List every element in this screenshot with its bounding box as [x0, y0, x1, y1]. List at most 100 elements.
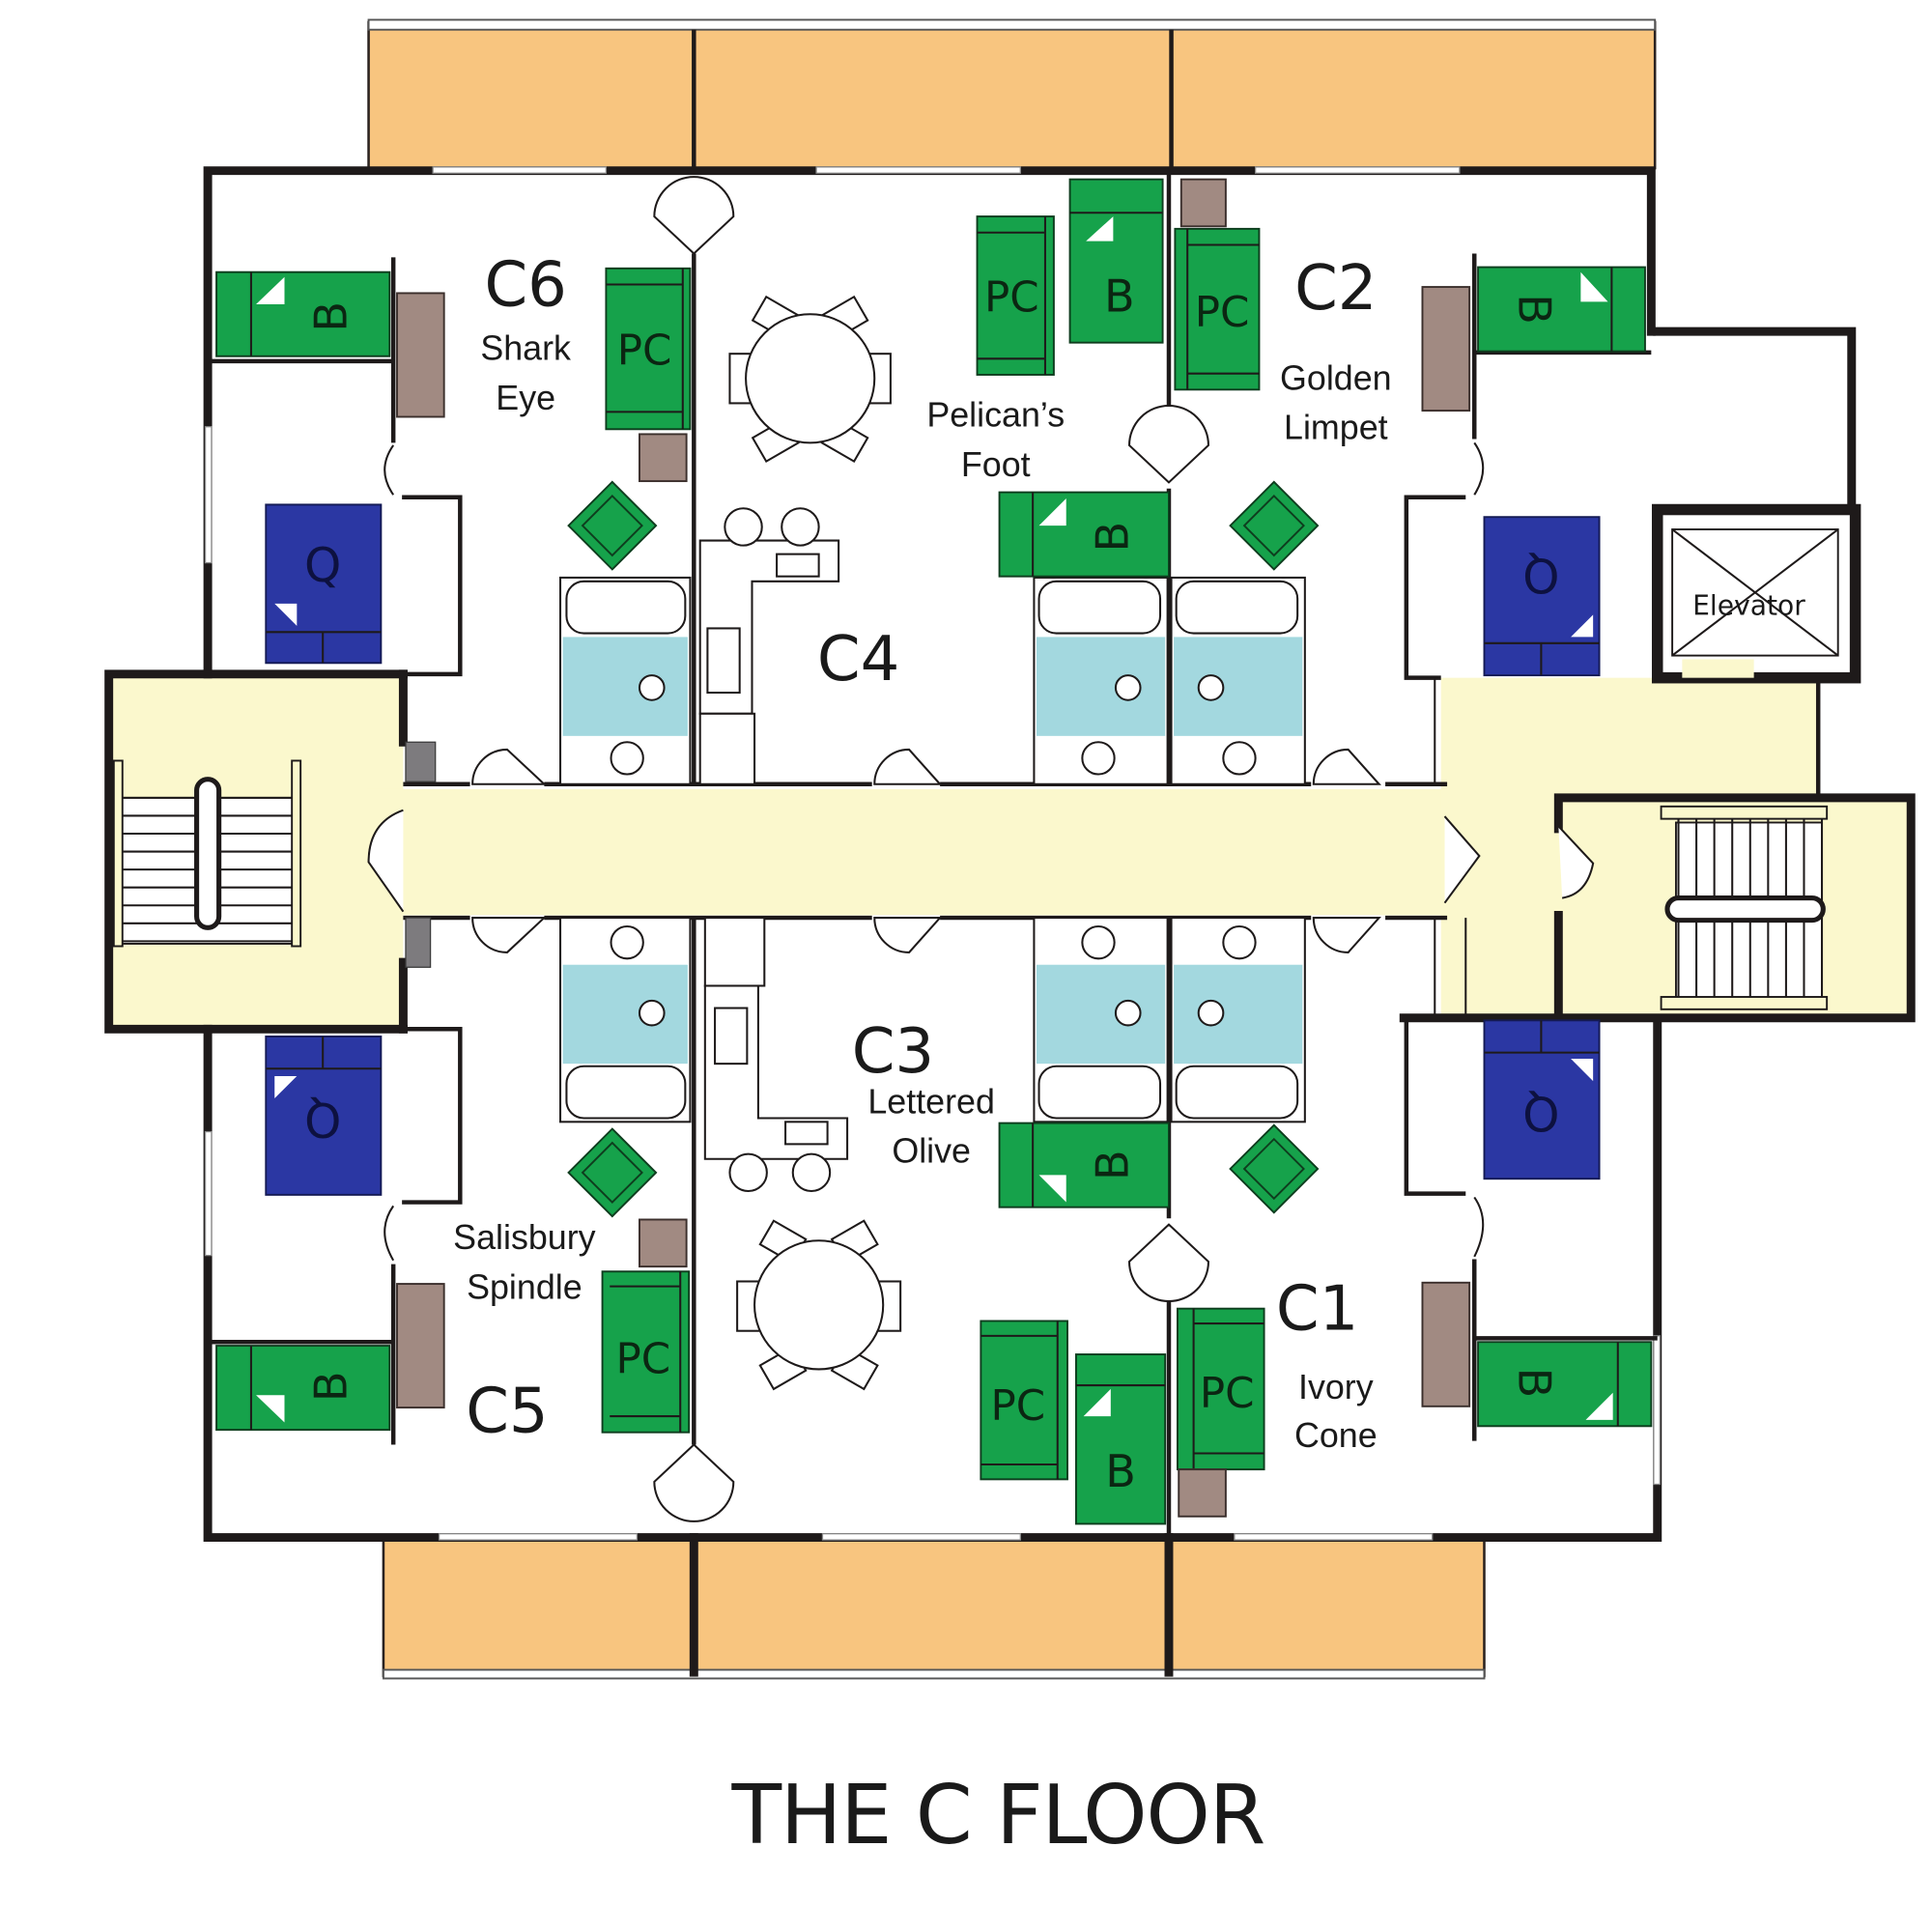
toilet	[638, 999, 666, 1027]
bedroom-door[interactable]	[384, 444, 395, 496]
toilet	[638, 674, 666, 701]
kitchen-sink	[776, 553, 820, 578]
unit-name: Ivory	[1298, 1368, 1374, 1406]
entry-door-c1[interactable]	[1312, 917, 1381, 953]
unit-label-c5: C5 Salisbury Spindle	[453, 1218, 595, 1448]
unit-name: Golden	[1280, 358, 1392, 397]
bathroom-c1	[1170, 917, 1306, 1123]
bathtub	[1175, 580, 1299, 635]
couch-code: PC	[984, 274, 1039, 323]
couch-code: PC	[990, 1382, 1045, 1431]
pullout-couch-c2: PC	[1174, 227, 1261, 391]
unit-name: Cone	[1294, 1416, 1378, 1455]
bathtub	[565, 1065, 687, 1120]
unit-id: C6	[484, 249, 566, 321]
bed-code: B	[1087, 522, 1139, 553]
bathroom-c4	[1033, 576, 1169, 785]
bedroom-partitions	[208, 253, 1658, 1445]
queen-bed-c1: Q	[1483, 1019, 1601, 1180]
bed-code: B	[305, 301, 357, 332]
entry-door-c5[interactable]	[471, 917, 547, 953]
balcony-rail-bottom	[382, 1668, 1486, 1680]
toilet	[1197, 999, 1225, 1027]
unit-name: Foot	[961, 445, 1031, 484]
unit-label-c6: C6 Shark Eye	[480, 249, 571, 417]
unit-name: Salisbury	[453, 1218, 595, 1257]
bed-code: B	[1508, 294, 1560, 325]
stove	[714, 1007, 749, 1065]
stair-handrail	[194, 777, 222, 930]
queen-bed-c5: Q	[265, 1036, 383, 1196]
unit-name: Limpet	[1284, 409, 1388, 447]
elevator-label: Elevator	[1692, 589, 1805, 621]
connecting-door-c3-c1[interactable]	[1127, 1223, 1209, 1302]
couch-code: PC	[615, 1335, 670, 1383]
unit-label-c2: C2 Golden Limpet	[1280, 253, 1392, 446]
dining-table-c4	[728, 295, 892, 464]
unit-id: C4	[817, 624, 899, 696]
bunk-bed-c4-top: B	[1068, 178, 1164, 344]
bunk-bed-c1-bottom: B	[1074, 1353, 1167, 1525]
pullout-couch-c1: PC	[1176, 1307, 1265, 1471]
bedroom-door[interactable]	[1473, 1196, 1485, 1258]
unit-name: Eye	[496, 379, 555, 417]
couch-code: PC	[1200, 1370, 1255, 1418]
unit-name: Lettered	[867, 1082, 995, 1121]
east-lobby-door[interactable]	[1443, 815, 1481, 904]
stair-rail	[291, 759, 302, 948]
top-balcony	[367, 18, 1657, 170]
main-corridor	[366, 788, 1480, 916]
queen-bed-c2: Q	[1483, 516, 1601, 677]
stove	[706, 627, 741, 695]
entry-door-c4[interactable]	[873, 748, 943, 785]
sink	[610, 925, 644, 960]
stair-rail	[1660, 996, 1829, 1010]
bathtub	[565, 580, 687, 635]
east-stair-door[interactable]	[1557, 825, 1595, 899]
west-stair-door[interactable]	[367, 809, 405, 913]
balcony-door[interactable]	[653, 1443, 735, 1522]
toilet	[1197, 674, 1225, 701]
bedroom-door[interactable]	[1473, 441, 1485, 496]
bed-code: B	[1508, 1368, 1560, 1399]
bed-code: Q	[304, 539, 341, 593]
bed-code: B	[305, 1372, 357, 1403]
stair-rail	[1660, 805, 1829, 820]
entry-door-c3[interactable]	[873, 917, 943, 953]
pullout-couch-c3: PC	[980, 1320, 1068, 1481]
windows	[204, 166, 1661, 1541]
toilet	[1114, 674, 1142, 701]
connecting-door-c4-c2[interactable]	[1127, 405, 1209, 484]
entry-door-c6[interactable]	[471, 748, 547, 785]
bathroom-c6	[559, 576, 692, 785]
bar-stool	[791, 1152, 832, 1193]
bunk-bed-c6: B	[215, 270, 391, 357]
unit-label-c1: C1 Ivory Cone	[1276, 1273, 1378, 1455]
unit-name: Shark	[480, 329, 571, 368]
bedroom-door[interactable]	[384, 1205, 395, 1262]
unit-id: C2	[1294, 253, 1377, 325]
balcony-floor-bottom	[382, 1536, 1486, 1678]
couch-code: PC	[1195, 289, 1250, 337]
bed-code: Q	[1522, 548, 1559, 602]
entry-door-c2[interactable]	[1312, 748, 1381, 785]
bathroom-c3	[1033, 917, 1169, 1123]
balcony-door[interactable]	[653, 176, 735, 255]
bunk-bed-c3-mid: B	[998, 1122, 1170, 1208]
bathtub	[1037, 1065, 1162, 1120]
bar-stool	[728, 1152, 768, 1193]
elevator: Elevator	[1671, 528, 1839, 678]
balcony-floor-top	[367, 20, 1657, 170]
unit-name: Olive	[892, 1132, 971, 1171]
unit-id: C1	[1276, 1273, 1358, 1345]
bed-code: Q	[304, 1092, 341, 1146]
sink	[1222, 925, 1257, 960]
sink	[610, 741, 644, 776]
bunk-bed-c5: B	[215, 1345, 391, 1432]
sink	[1222, 741, 1257, 776]
bar-stool	[781, 507, 820, 547]
unit-id: C3	[852, 1016, 934, 1088]
fridge	[698, 712, 756, 785]
elevator-door[interactable]	[1682, 659, 1754, 678]
